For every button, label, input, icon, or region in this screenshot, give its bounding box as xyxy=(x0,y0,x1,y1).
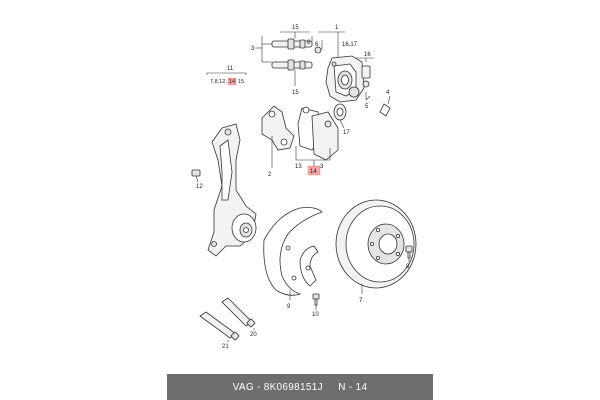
callout-20[interactable]: 20 xyxy=(250,332,257,338)
callout-17[interactable]: 17 xyxy=(343,130,350,136)
callout-2[interactable]: 2 xyxy=(268,172,272,178)
callout-8-disc[interactable]: 8 xyxy=(406,264,410,270)
callout-21[interactable]: 21 xyxy=(222,344,229,350)
grease-tubes: 20 21 xyxy=(199,297,257,350)
callout-1[interactable]: 1 xyxy=(335,25,339,31)
brake-pads: 13 3 14 xyxy=(295,106,339,176)
callout-16[interactable]: 16 xyxy=(364,52,371,58)
callout-5[interactable]: 5 xyxy=(365,104,369,110)
callout-6[interactable]: 6 xyxy=(315,42,319,48)
callout-9[interactable]: 9 xyxy=(287,304,291,310)
highlight-14-top xyxy=(227,77,237,86)
callout-14-pad[interactable]: 14 xyxy=(310,169,317,175)
callout-group-11: 11 7,8,12, 14 15 xyxy=(206,66,247,86)
callout-11[interactable]: 11 xyxy=(227,66,234,72)
callout-10[interactable]: 10 xyxy=(312,312,319,318)
callout-15-top[interactable]: 15 xyxy=(238,79,244,85)
callout-15-lower[interactable]: 15 xyxy=(292,90,299,96)
callout-4[interactable]: 4 xyxy=(386,90,390,96)
brand-label: VAG xyxy=(232,381,254,393)
highlight-14-pad xyxy=(307,165,321,176)
disc-screw: 8 xyxy=(405,245,413,270)
callout-14-top[interactable]: 14 xyxy=(229,79,235,85)
guide-pins: 3 15 15 xyxy=(251,25,313,96)
part-number: 8K0698151J xyxy=(263,381,323,393)
callout-15-upper[interactable]: 15 xyxy=(292,25,299,31)
callout-7-8-12[interactable]: 7,8,12, xyxy=(210,79,227,85)
page-reference: N - 14 xyxy=(338,381,368,393)
steering-knuckle: 12 xyxy=(191,123,257,257)
callout-3-pad[interactable]: 3 xyxy=(320,164,324,170)
callout-13[interactable]: 13 xyxy=(295,164,302,170)
callout-16-17[interactable]: 16,17 xyxy=(342,42,358,48)
splash-shield: 9 xyxy=(263,207,323,310)
shield-bolt: 10 xyxy=(312,293,320,318)
piston-and-sensor: 17 16 5 4 xyxy=(333,52,391,136)
callout-8[interactable]: 8 xyxy=(307,40,311,46)
separator: - xyxy=(253,381,264,393)
callout-3-top[interactable]: 3 xyxy=(251,46,255,52)
brake-disc: 7 xyxy=(335,199,417,304)
callout-7[interactable]: 7 xyxy=(359,298,363,304)
callout-12[interactable]: 12 xyxy=(196,184,203,190)
part-info-bar: VAG - 8K0698151J N - 14 xyxy=(167,374,433,400)
